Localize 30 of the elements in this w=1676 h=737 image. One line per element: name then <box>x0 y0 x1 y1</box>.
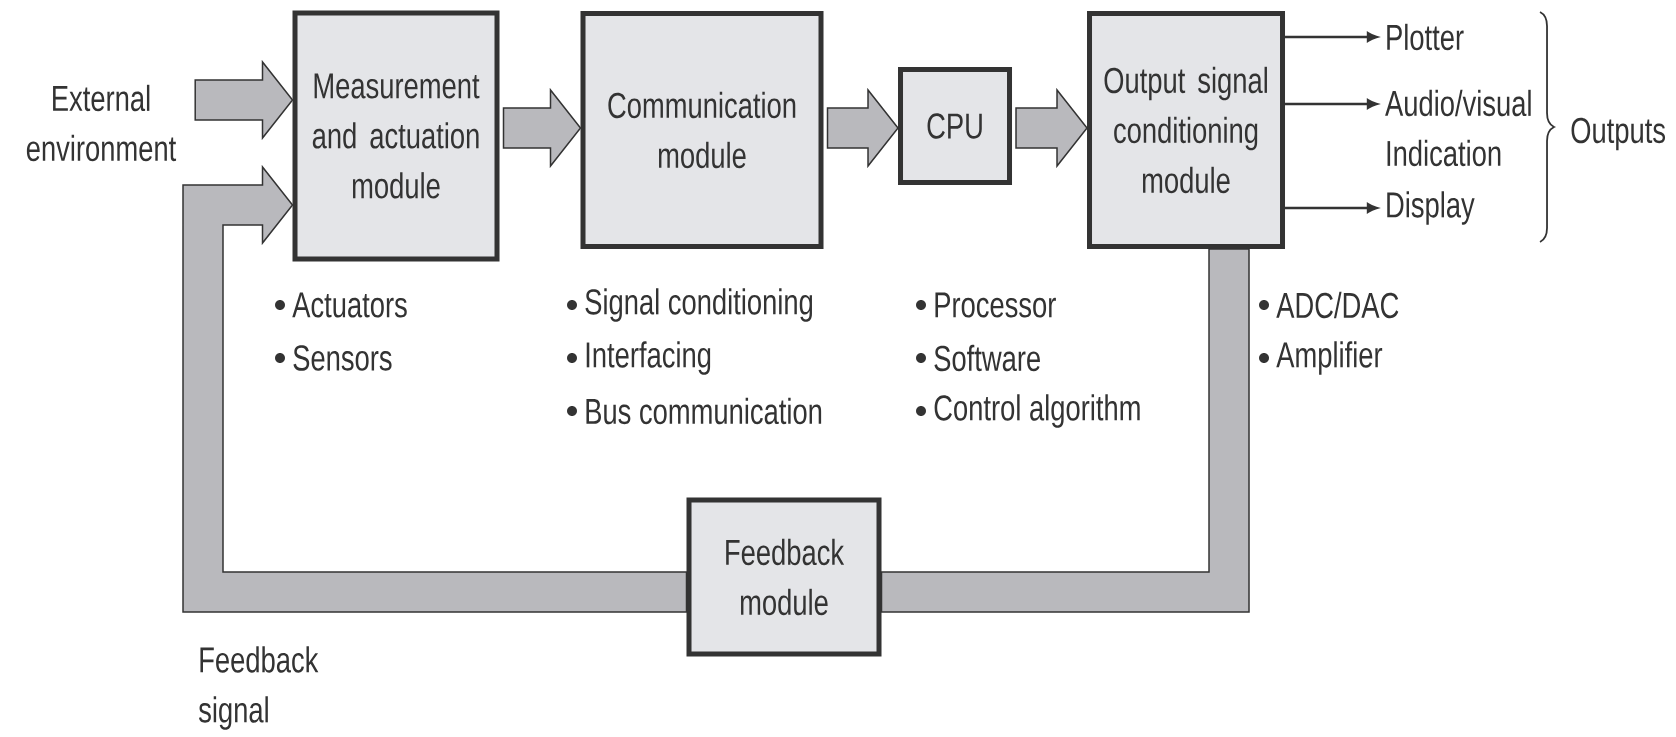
bullet-item: Sensors <box>275 345 392 371</box>
bullet-item: Signal conditioning <box>567 288 813 322</box>
arrow <box>1285 32 1378 42</box>
block-arrow <box>826 87 899 169</box>
arrow <box>1285 99 1378 109</box>
module-box: Measurement and actuation module <box>292 10 500 262</box>
block-arrow <box>1015 87 1088 169</box>
bullet-item: ADC/DAC <box>1259 291 1399 319</box>
label-text: Outputs <box>1571 117 1666 151</box>
feedback-arrow <box>182 164 688 613</box>
bullet-item: Amplifier <box>1259 341 1383 375</box>
bullet-item: Software <box>916 344 1040 372</box>
module-box: Communication module <box>580 11 824 249</box>
label-text: Feedback signal <box>198 646 319 730</box>
module-box: Feedback module <box>686 497 882 657</box>
module-box: CPU <box>898 67 1012 185</box>
bullet-item: Control algorithm <box>916 394 1140 428</box>
feedback-band <box>880 248 1250 613</box>
block-arrow <box>194 59 294 141</box>
bullet-item: Bus communication <box>567 397 822 425</box>
module-box: Output signal conditioning module <box>1087 11 1285 249</box>
label-text: Plotter <box>1387 23 1464 51</box>
bullet-item: Actuators <box>275 292 407 318</box>
bullet-item: Interfacing <box>567 341 711 375</box>
block-arrow <box>502 87 582 169</box>
bullet-item: Processor <box>916 292 1056 318</box>
label-text: External environment <box>26 84 177 162</box>
label-text: Display <box>1387 191 1475 225</box>
arrow <box>1285 203 1378 213</box>
label-text: Audio/visual Indication <box>1385 89 1531 167</box>
